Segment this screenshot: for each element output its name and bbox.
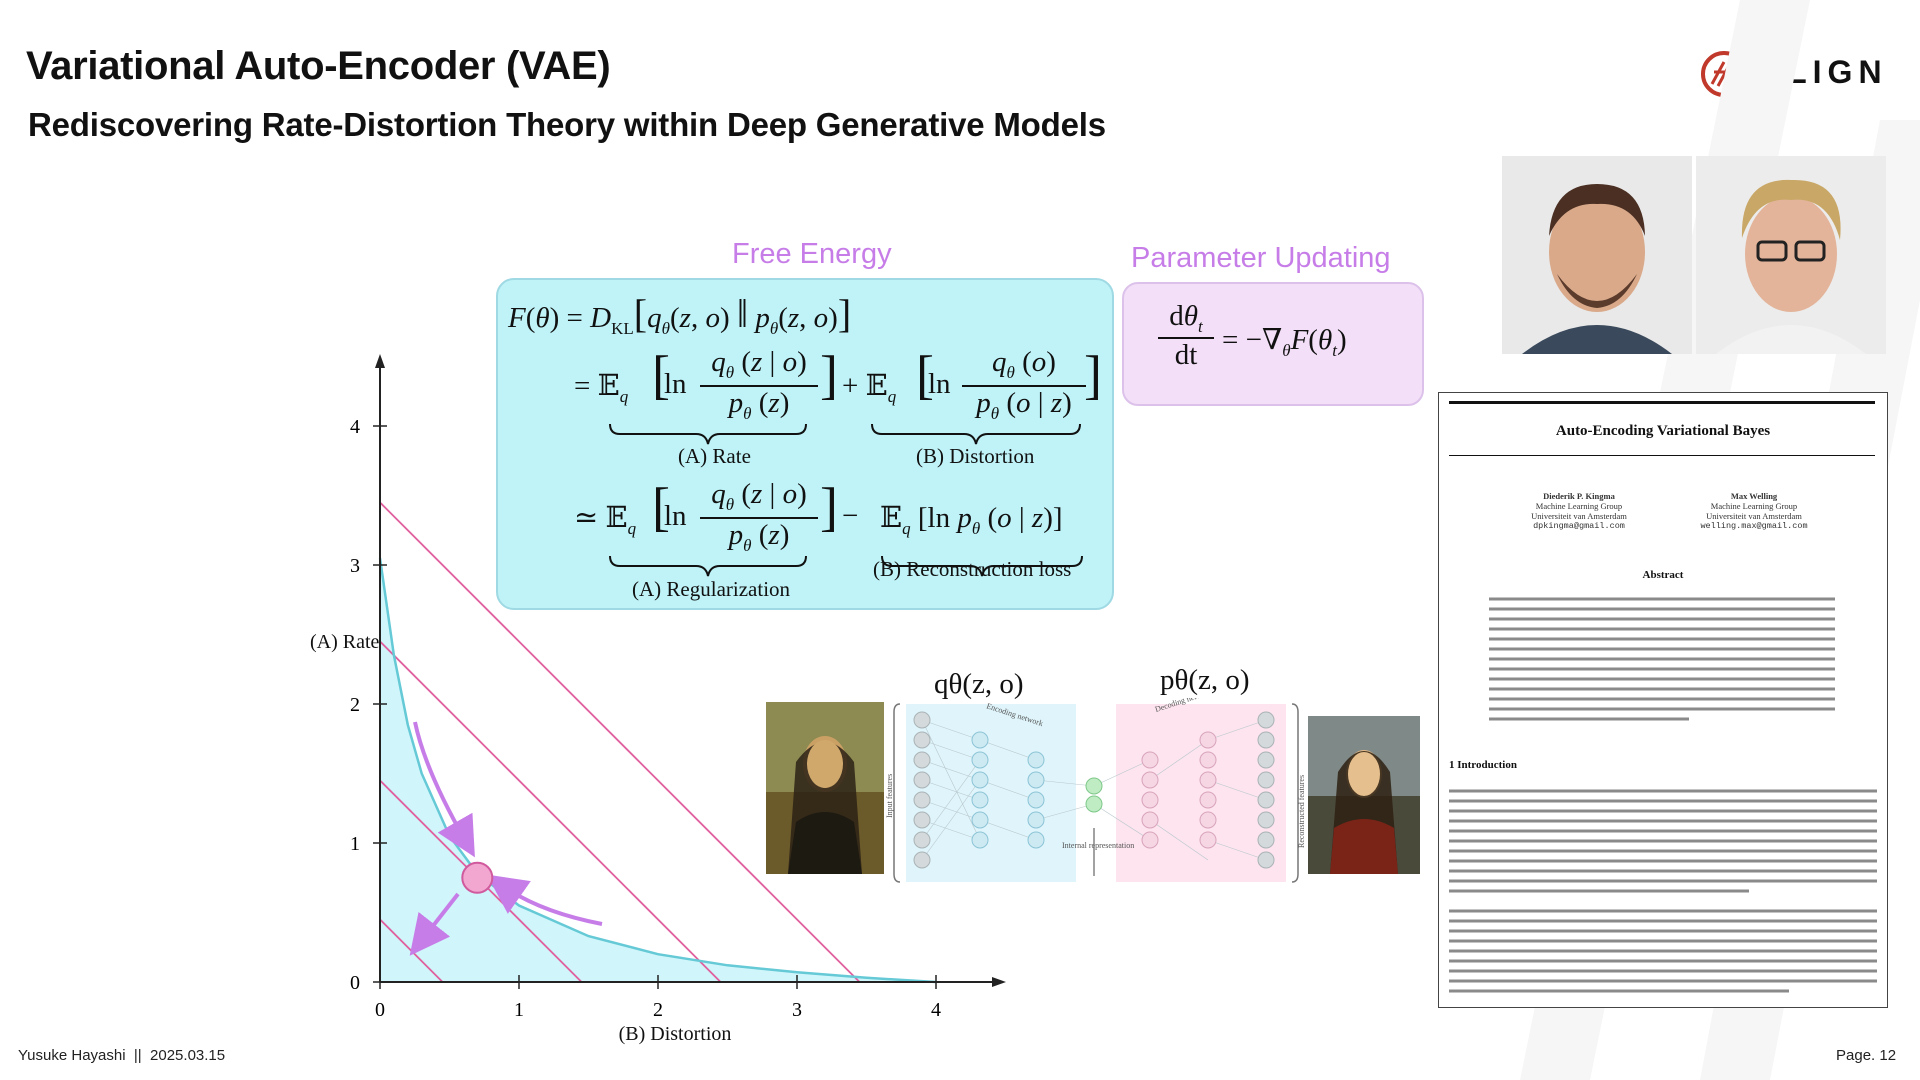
y-axis-arrow [375, 354, 385, 368]
brace-label-distortion: (B) Distortion [916, 444, 1035, 468]
minus-sign: − [842, 500, 859, 532]
autoencoder-network-diagram: Encoding network Decoding network Intern… [886, 698, 1306, 883]
x-tick-label: 4 [931, 999, 941, 1021]
ln-text-1: ln [664, 368, 687, 400]
paper-intro-body [1449, 789, 1877, 993]
equation-line-1: F(θ) = DKL[qθ(z, o) ‖ pθ(z, o)] [508, 291, 852, 338]
paper-intro-title: 1 Introduction [1449, 759, 1517, 771]
decoder-distribution-label: pθ(z, o) [1160, 664, 1250, 696]
brace-label-reconstruction: (B) Reconstruction loss [873, 557, 1072, 581]
parameter-updating-box [1122, 282, 1424, 406]
bracket-close-2: ] [1084, 345, 1102, 405]
y-tick-label: 0 [350, 972, 360, 994]
slide-subtitle: Rediscovering Rate-Distortion Theory wit… [28, 106, 1106, 143]
fraction-distortion: qθ (o) pθ (o | z) [962, 346, 1086, 424]
ln-text-2: ln [928, 368, 951, 400]
x-axis-arrow [992, 977, 1006, 987]
optimal-point [461, 861, 494, 894]
paper-abstract-title: Abstract [1642, 569, 1684, 581]
derivative-fraction: dθt dt [1158, 300, 1214, 372]
bracket-open-3: [ [652, 477, 670, 537]
y-tick-label: 4 [350, 416, 360, 438]
plot-ylabel: (A) Rate [310, 631, 380, 653]
parameter-updating-label: Parameter Updating [1131, 242, 1391, 274]
plus-sign: + 𝔼q [842, 370, 897, 406]
slide-title: Variational Auto-Encoder (VAE) [26, 44, 611, 88]
gradient-update-rhs: = −∇θF(θt) [1222, 324, 1347, 360]
bracket-open-2: [ [916, 345, 934, 405]
arrow-from-rate [413, 721, 475, 858]
bracket-open: [ [652, 345, 670, 405]
arrow-to-origin [409, 892, 460, 956]
free-energy-box [496, 278, 1114, 610]
reconstruction-term: 𝔼q [ln pθ (o | z)] [880, 502, 1063, 538]
bracket-close-3: ] [820, 477, 838, 537]
arrow-from-distortion [486, 874, 603, 926]
x-tick-label: 3 [792, 999, 802, 1021]
ln-text-3: ln [664, 500, 687, 532]
underbraces-row-2 [609, 555, 1083, 577]
page-number: Page. 12 [1836, 1047, 1897, 1064]
x-tick-label: 2 [653, 999, 663, 1021]
reconstructed-painting-image [1308, 716, 1420, 874]
paper-preview: Auto-Encoding Variational Bayes Diederik… [1438, 392, 1888, 1008]
equation-line-3a: ≃ 𝔼q [574, 502, 637, 538]
fraction-rate: qθ (z | o) pθ (z) [700, 346, 818, 424]
paper-title: Auto-Encoding Variational Bayes [1555, 423, 1771, 439]
brace-label-regularization: (A) Regularization [632, 577, 791, 601]
y-tick-label: 3 [350, 555, 360, 577]
bracket-close: ] [820, 345, 838, 405]
paper-abstract-body [1489, 597, 1835, 721]
paper-author-2: Max Welling Machine Learning Group Unive… [1700, 491, 1808, 531]
rate-distortion-plot: 0 1 2 3 4 0 1 2 3 4 (A) Rate (B) Distortion [310, 354, 1006, 1045]
author-photos [1502, 156, 1886, 354]
free-energy-label: Free Energy [732, 238, 892, 270]
input-painting-image [766, 702, 884, 874]
x-tick-label: 0 [375, 999, 385, 1021]
plot-xlabel: (B) Distortion [619, 1023, 732, 1045]
y-tick-label: 2 [350, 694, 360, 716]
equation-line-2a: = 𝔼q [574, 370, 629, 406]
paper-author-1: Diederik P. Kingma Machine Learning Grou… [1531, 491, 1627, 531]
internal-representation-label: Internal representation [1062, 841, 1134, 850]
y-tick-label: 1 [350, 833, 360, 855]
fraction-regularization: qθ (z | o) pθ (z) [700, 478, 818, 556]
underbraces-row-1 [609, 423, 1081, 445]
reconstructed-features-label: Reconstructed features [1297, 775, 1306, 848]
footer-author-date: Yusuke Hayashi || 2025.03.15 [18, 1047, 226, 1064]
brace-label-rate: (A) Rate [678, 444, 751, 468]
iso-line-3 [379, 640, 722, 983]
encoder-distribution-label: qθ(z, o) [934, 668, 1024, 700]
iso-line-4 [379, 501, 861, 983]
input-features-label: Input features [886, 774, 894, 818]
x-tick-label: 1 [514, 999, 524, 1021]
